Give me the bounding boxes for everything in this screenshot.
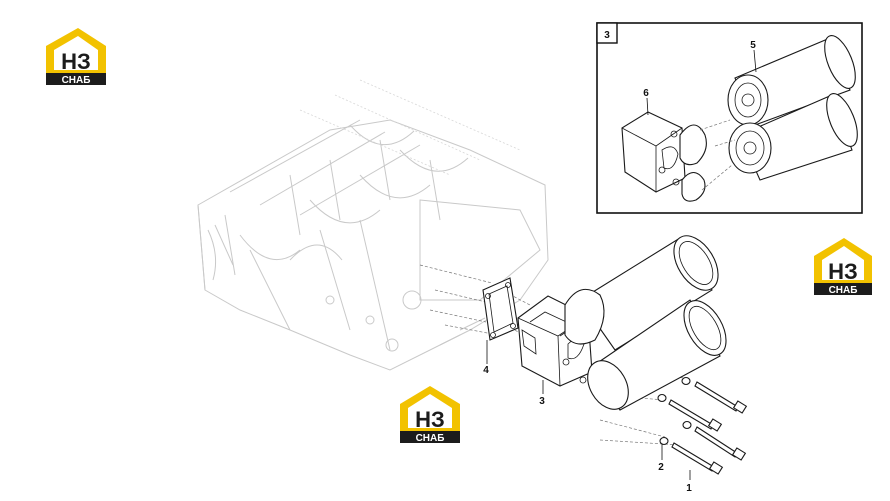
logo-letters: НЗ [415, 407, 445, 432]
callout-6: 6 [643, 88, 649, 99]
inset-filter-head [621, 111, 707, 202]
logo-right: НЗ СНАБ [814, 238, 872, 296]
logo-caption: СНАБ [62, 75, 91, 86]
washers-part-2 [657, 376, 692, 446]
bolts-part-1 [668, 381, 748, 475]
logo-letters: НЗ [61, 49, 91, 74]
callout-5: 5 [750, 40, 756, 51]
inset-filter-lower [728, 93, 858, 181]
logo-caption: СНАБ [416, 433, 445, 444]
logo-caption: СНАБ [829, 285, 858, 296]
callout-2: 2 [658, 462, 664, 473]
callout-1: 1 [686, 483, 692, 494]
inset-number: 3 [604, 30, 610, 41]
logo-letters: НЗ [828, 259, 858, 284]
callout-4: 4 [483, 365, 489, 376]
gasket-part-4 [482, 277, 519, 341]
engine-block-ghost [197, 79, 549, 371]
main-filter-lower [587, 299, 727, 411]
callout-3: 3 [539, 396, 545, 407]
logo-bottom-center: НЗ СНАБ [400, 386, 460, 444]
inset-number-box [596, 22, 618, 44]
logo-top-left: НЗ СНАБ [46, 28, 106, 86]
inset-filter-upper [727, 35, 856, 126]
inset-detail-box: 3 [596, 22, 863, 214]
callout-leaders: 4 3 2 1 [483, 340, 692, 494]
main-filter-upper [564, 235, 719, 351]
